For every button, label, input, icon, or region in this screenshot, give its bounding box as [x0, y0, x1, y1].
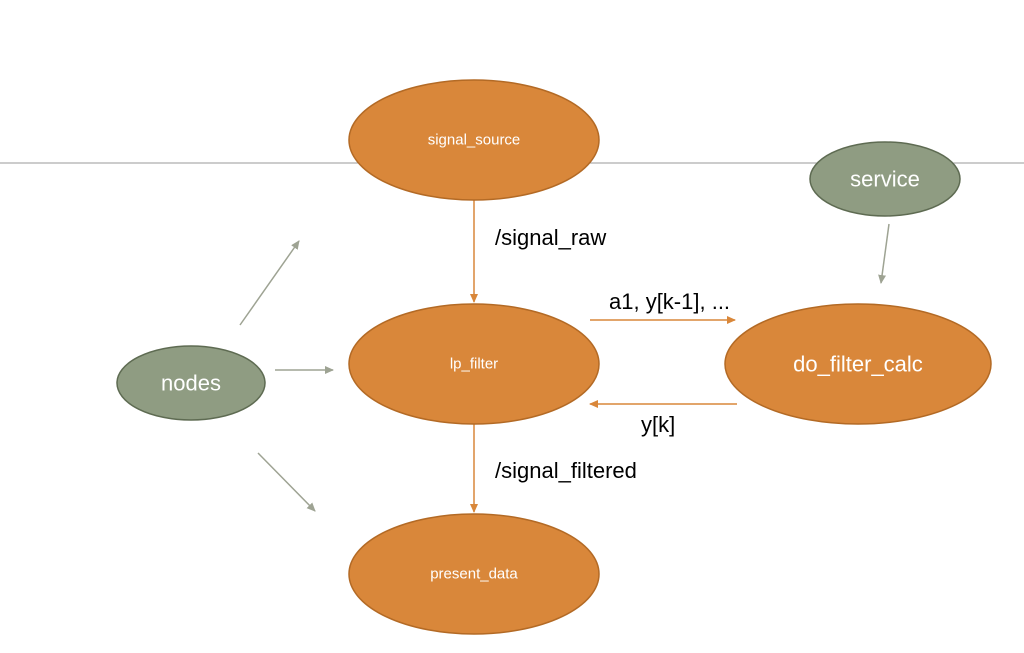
- node-present-data-label: present_data: [430, 566, 518, 583]
- edge-label-request: a1, y[k-1], ...: [609, 289, 730, 314]
- edge-label-response: y[k]: [641, 412, 675, 437]
- service-legend-arrow: [878, 223, 890, 284]
- edge-label-signal-filtered: /signal_filtered: [495, 458, 637, 483]
- node-signal-source-label: signal_source: [428, 132, 521, 149]
- node-do-filter-calc[interactable]: do_filter_calc: [724, 303, 992, 425]
- edge-label-signal-raw: /signal_raw: [495, 225, 606, 250]
- node-do-filter-calc-label: do_filter_calc: [793, 352, 923, 377]
- node-present-data[interactable]: present_data: [348, 513, 600, 635]
- node-lp-filter-label: lp_filter: [450, 356, 498, 373]
- legend-node-nodes: nodes: [116, 345, 266, 421]
- legend-node-service: service: [809, 141, 961, 217]
- legend-arrow-down: [257, 452, 316, 512]
- node-lp-filter[interactable]: lp_filter: [348, 303, 600, 425]
- legend-service-label: service: [850, 167, 920, 192]
- legend-arrow-up: [239, 240, 300, 326]
- legend-nodes-label: nodes: [161, 371, 221, 396]
- node-signal-source[interactable]: signal_source: [348, 79, 600, 201]
